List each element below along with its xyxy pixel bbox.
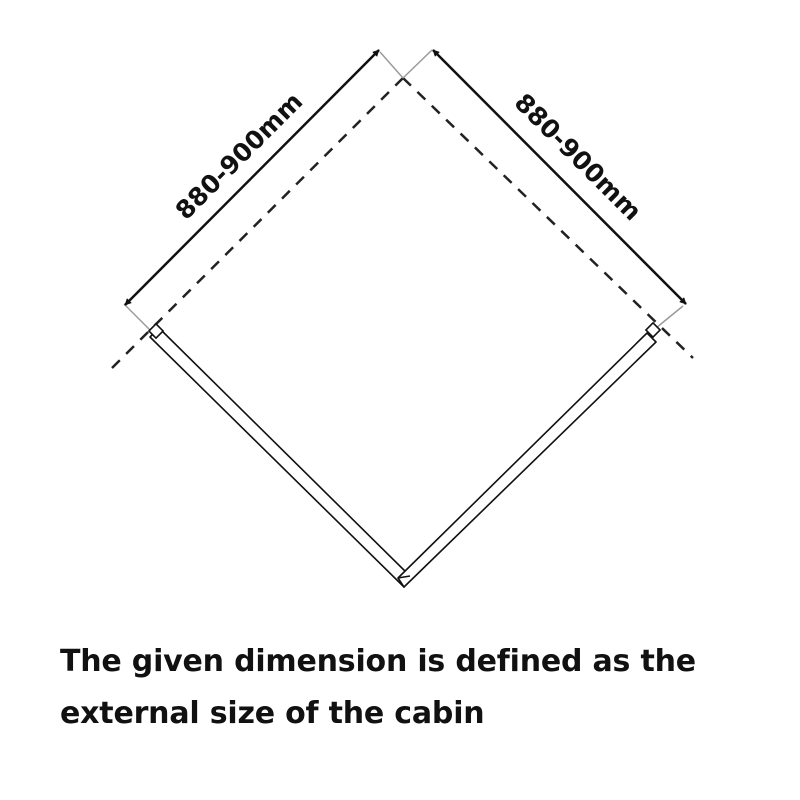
dimension-label-right: 880-900mm (509, 88, 647, 226)
corner-post-right (644, 321, 662, 339)
extension-line-left (123, 303, 153, 333)
caption-line-1: The given dimension is defined as the (60, 644, 696, 679)
glass-panel-left (149, 327, 411, 588)
extension-line-top-left (379, 51, 404, 79)
dimension-label-left: 880-900mm (170, 87, 308, 225)
glass-panel-right (397, 332, 657, 588)
extension-line-right (655, 305, 684, 329)
caption: The given dimension is defined as the ex… (60, 636, 780, 740)
corner-post-left (147, 322, 165, 340)
dimension-arrow-right (432, 49, 687, 305)
front-corner-joint (397, 575, 411, 579)
extension-line-top-right (402, 49, 433, 79)
dimension-arrow-left (124, 49, 380, 306)
caption-line-2: external size of the cabin (60, 696, 485, 731)
